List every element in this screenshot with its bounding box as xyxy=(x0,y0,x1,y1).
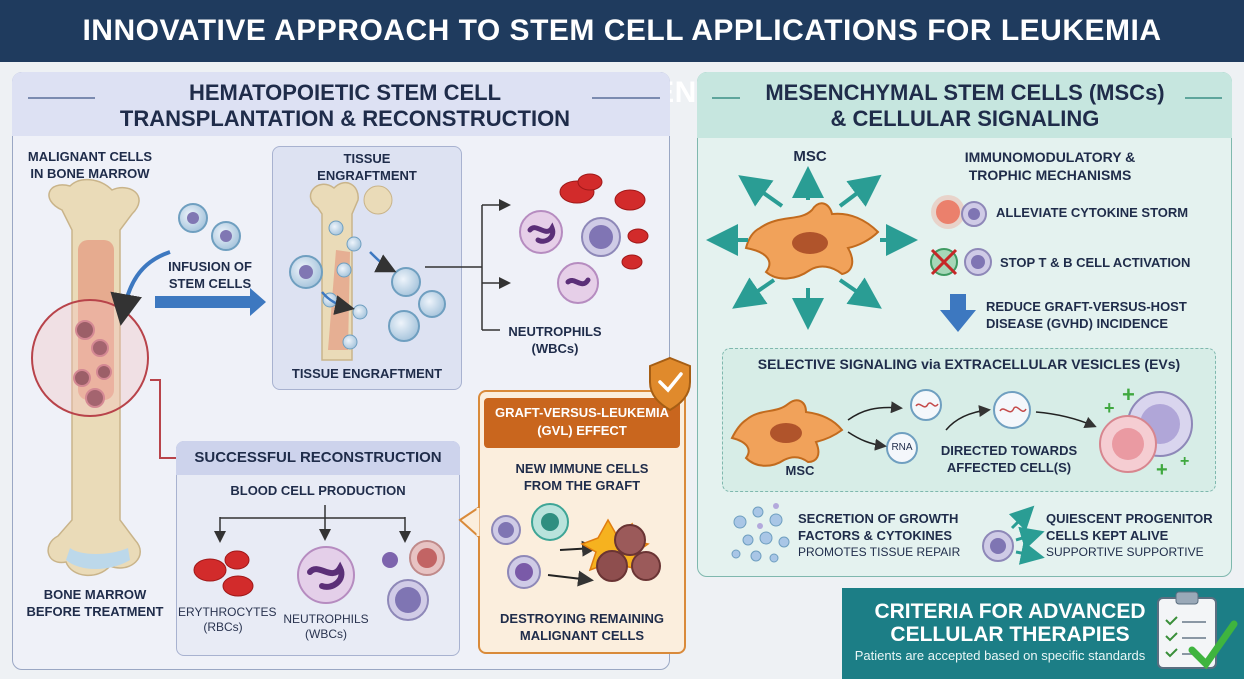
msc-title-line2: & CELLULAR SIGNALING xyxy=(830,106,1100,131)
blood-production-label: BLOOD CELL PRODUCTION xyxy=(230,483,406,498)
hsct-panel-header xyxy=(12,72,670,136)
gvl-title: GRAFT-VERSUS-LEUKEMIA(GVL) EFFECT xyxy=(494,405,670,438)
msc-panel-header xyxy=(697,72,1232,138)
quiescent-label: QUIESCENT PROGENITOR CELLS KEPT ALIVE SU… xyxy=(1046,511,1213,559)
msc-label: MSC xyxy=(793,148,827,165)
rna-label: RNA xyxy=(891,442,913,453)
engraftment-caption: TISSUE ENGRAFTMENT xyxy=(291,366,443,381)
neutrophils-label: NEUTROPHILS(WBCs) xyxy=(508,324,602,356)
immunomodulatory-label: IMMUNOMODULATORY &TROPHIC MECHANISMS xyxy=(964,149,1136,183)
msc-title-line1: MESENCHYMAL STEM CELLS (MSCs) xyxy=(765,80,1165,105)
page-title: INNOVATIVE APPROACH TO STEM CELL APPLICA… xyxy=(82,14,1162,109)
neutrophils-wbc-label: NEUTROPHILS(WBCs) xyxy=(283,612,369,641)
cytokine-label: ALLEVIATE CYTOKINE STORM xyxy=(996,205,1189,220)
hsct-panel-title: HEMATOPOIETIC STEM CELL TRANSPLANTATION … xyxy=(100,80,590,132)
erythrocytes-label: ERYTHROCYTES(RBCs) xyxy=(178,605,277,634)
gvl-banner xyxy=(484,398,680,448)
msc-panel-title: MESENCHYMAL STEM CELLS (MSCs) & CELLULAR… xyxy=(720,80,1210,132)
ev-title: SELECTIVE SIGNALING via EXTRACELLULAR VE… xyxy=(757,356,1181,372)
secretion-label: SECRETION OF GROWTH FACTORS & CYTOKINES … xyxy=(798,511,961,559)
hsct-title-line2: TRANSPLANTATION & RECONSTRUCTION xyxy=(119,106,571,131)
reconstruction-header xyxy=(176,441,460,475)
stop-tb-label: STOP T & B CELL ACTIVATION xyxy=(1000,255,1191,270)
criteria-subtitle: Patients are accepted based on specific … xyxy=(854,648,1146,663)
title-bar xyxy=(0,0,1244,62)
ev-msc-label: MSC xyxy=(785,463,815,478)
hsct-title-line1: HEMATOPOIETIC STEM CELL xyxy=(188,80,502,105)
reconstruction-title: SUCCESSFUL RECONSTRUCTION xyxy=(194,449,442,466)
